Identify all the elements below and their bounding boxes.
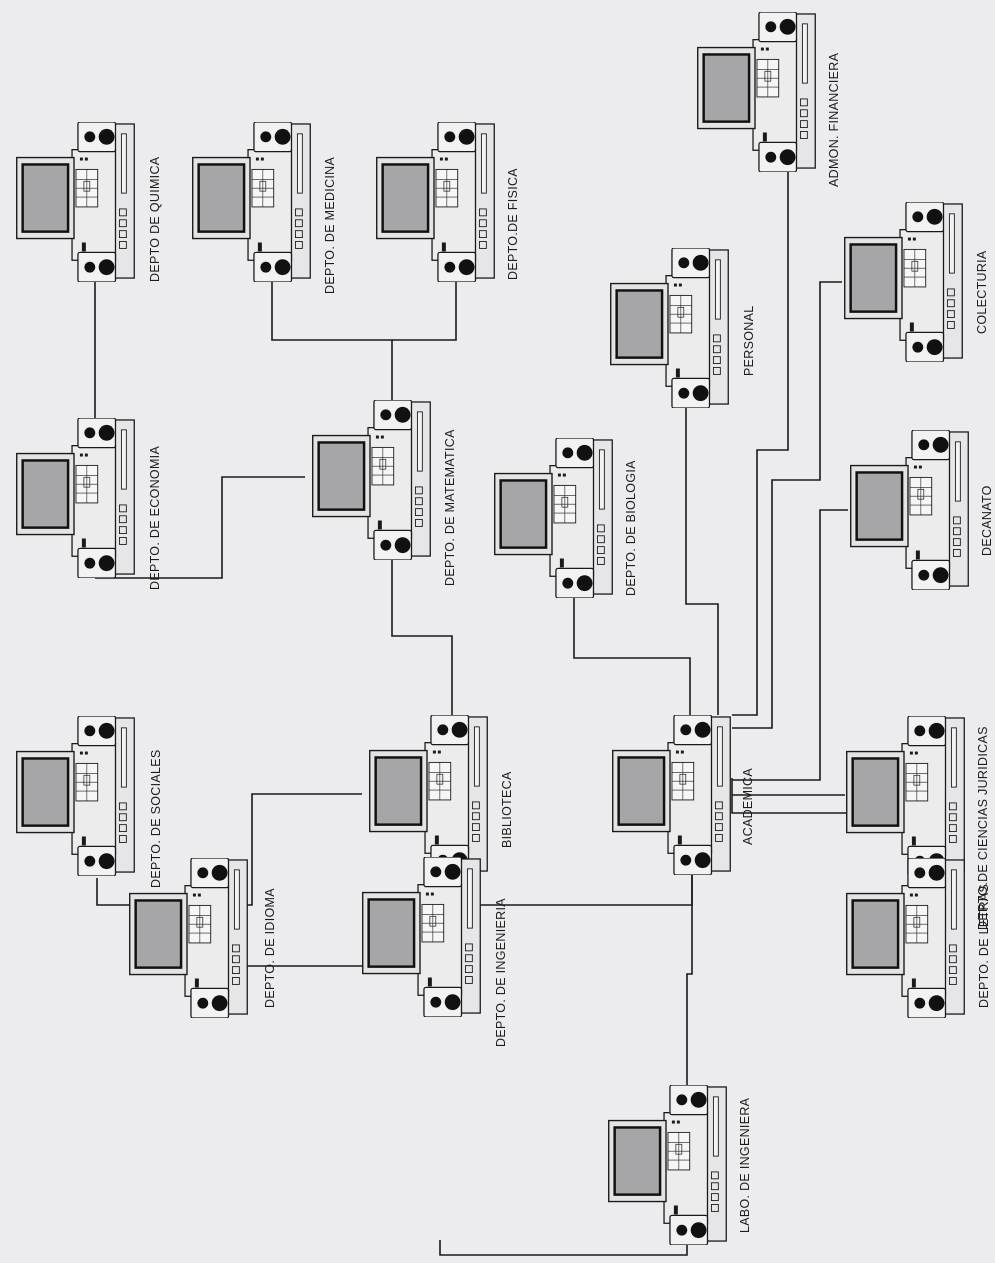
desktop-computer-icon [12, 418, 137, 578]
desktop-computer-icon [12, 122, 137, 282]
cable-fisica-matematica [392, 282, 456, 340]
node-label: LABO. DE INGENIERA [738, 1098, 752, 1233]
node-label: DEPTO. DE IDIOMA [263, 888, 277, 1008]
desktop-computer-icon [125, 858, 250, 1018]
cable-lab-ingenieria-academica [687, 875, 692, 1085]
desktop-computer-icon [358, 857, 483, 1017]
desktop-computer-icon [365, 715, 490, 875]
node-label: DEPTO. DE BIOLOGIA [624, 460, 638, 596]
node-label: ADMON. FINANCIERA [827, 53, 841, 187]
desktop-computer-icon [12, 716, 137, 876]
desktop-computer-icon [308, 400, 433, 560]
node-label: DEPTO. DE ECONOMIA [148, 446, 162, 590]
node-label: DEPTO. DE MEDICINA [323, 157, 337, 294]
desktop-computer-icon [608, 715, 733, 875]
node-label: COLECTURIA [975, 250, 989, 334]
node-label: DEPTO.DE FISICA [506, 168, 520, 280]
node-label: DEPTO DE QUIMICA [148, 157, 162, 282]
node-label: DEPTO. DE INGENIERIA [494, 898, 508, 1047]
desktop-computer-icon [846, 430, 971, 590]
node-label: BIBLIOTECA [500, 771, 514, 848]
cable-medicina-matematica [272, 282, 392, 400]
desktop-computer-icon [606, 248, 731, 408]
desktop-computer-icon [372, 122, 497, 282]
node-label: DEPTO. DE MATEMATICA [443, 429, 457, 586]
desktop-computer-icon [490, 438, 615, 598]
cable-biblioteca-academica [452, 875, 692, 905]
desktop-computer-icon [842, 716, 967, 876]
node-label: PERSONAL [742, 306, 756, 376]
node-label: ACADEMICA [741, 768, 755, 845]
desktop-computer-icon [840, 202, 965, 362]
desktop-computer-icon [842, 858, 967, 1018]
node-label: DECANATO [980, 485, 994, 556]
cable-biologia-academica [574, 598, 690, 715]
desktop-computer-icon [604, 1085, 729, 1245]
cable-decanato-academica [732, 510, 848, 780]
cable-financiera-academica [732, 166, 788, 715]
desktop-computer-icon [693, 12, 818, 172]
node-label: DEPTO. DE LETRAS [977, 884, 991, 1008]
desktop-computer-icon [188, 122, 313, 282]
